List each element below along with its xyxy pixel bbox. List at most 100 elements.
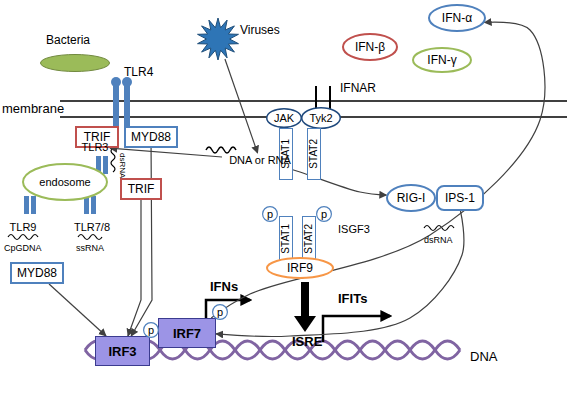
receptor-glyph — [124, 84, 130, 128]
node-text: endosome — [39, 177, 90, 188]
node-text: MYD88 — [17, 267, 57, 279]
node-text: IFN-α — [442, 12, 472, 24]
node-outline-shape — [263, 207, 278, 222]
node-text: IRF9 — [287, 262, 313, 274]
node-text: IRF7 — [173, 327, 201, 340]
node-outline-shape — [267, 109, 302, 128]
nucleic-acid-squiggle — [206, 147, 236, 153]
node-outline-shape — [213, 305, 228, 320]
node-outline-shape — [267, 258, 333, 278]
adaptor-box: MYD88 — [124, 126, 178, 148]
gene-label: IFNs — [210, 280, 238, 293]
phospho-circle: p — [262, 206, 278, 222]
transcription-factor-box: IRF7 — [158, 318, 216, 348]
connector-arrow — [49, 284, 106, 336]
node-outline-shape — [343, 34, 397, 60]
node-outline-shape — [302, 108, 341, 129]
stat-box: STAT1 — [279, 216, 293, 262]
node-outline-shape — [198, 18, 239, 60]
node-outline-shape — [387, 185, 435, 211]
binding-arrow — [294, 282, 316, 332]
kinase-ellipse: Tyk2 — [301, 107, 341, 129]
connector-arrow — [128, 200, 141, 336]
ligand-label: ssRNA — [76, 244, 104, 253]
receptor: TLR4 — [108, 78, 136, 126]
ligand-label: CpGDNA — [4, 244, 42, 253]
node-text: p — [321, 209, 327, 220]
connector-arrow — [283, 167, 386, 195]
endosome-ellipse: endosome — [22, 163, 108, 201]
node-outline — [196, 18, 240, 60]
node-outline-shape — [144, 323, 159, 338]
element-label: ISRE — [292, 335, 322, 348]
phospho-circle: p — [143, 322, 159, 338]
nucleic-acid-squiggle — [111, 148, 115, 172]
node-text: TLR3 — [82, 142, 109, 153]
node-text: p — [267, 209, 273, 220]
phospho-circle: p — [212, 304, 228, 320]
node-outline-shape — [413, 48, 471, 72]
ligand: DNA or RNA — [222, 153, 298, 167]
membrane-label: membrane — [2, 102, 64, 115]
cytokine-ellipse: IFN-β — [342, 33, 398, 61]
node-text: TLR9 — [10, 222, 37, 233]
node-text: Viruses — [240, 24, 280, 36]
stat-box: STAT2 — [302, 216, 316, 262]
receptor-glyph — [24, 196, 29, 214]
irf-ellipse: IRF9 — [266, 257, 334, 279]
node-text: STAT2 — [304, 224, 314, 254]
node-text: STAT2 — [309, 139, 319, 169]
connector-arrow — [211, 22, 545, 318]
receptor: TLR9 — [8, 220, 38, 234]
node-outline-shape — [429, 5, 485, 31]
receptor: TLR7/8 — [72, 220, 112, 234]
adaptor-box: TRIF — [120, 178, 162, 200]
node-text: JAK — [274, 113, 294, 124]
adaptor-box: MYD88 — [10, 262, 64, 284]
receptor-glyph — [113, 84, 119, 128]
connector-arrow — [110, 148, 222, 157]
node-text: TRIF — [128, 183, 155, 195]
node-outline-shape — [23, 164, 107, 200]
nucleic-acid-squiggle — [8, 235, 38, 240]
phospho-circle: p — [316, 206, 332, 222]
node-text: IRF3 — [108, 345, 136, 358]
cytokine-ellipse: IFN-α — [428, 4, 486, 32]
node-text: IPS-1 — [445, 192, 475, 204]
ligand-label: dsRNA — [424, 236, 453, 245]
node-text: p — [217, 307, 223, 318]
receptor-glyph — [103, 156, 108, 174]
node-text: TLR7/8 — [74, 222, 110, 233]
connector-arrow — [216, 211, 464, 336]
bacterium-shape: Bacteria — [40, 54, 110, 72]
node-outline-shape — [41, 55, 110, 72]
dna-label: DNA — [470, 350, 497, 363]
node-text: IFN-γ — [427, 54, 456, 66]
node-text: IFN-β — [355, 41, 385, 53]
nucleic-acid-squiggle — [78, 235, 102, 240]
kinase-ellipse: JAK — [266, 108, 302, 128]
connector-layer — [49, 22, 545, 336]
node-outline-shape — [317, 207, 332, 222]
node-text: RIG-I — [397, 192, 426, 204]
membrane-line — [60, 100, 567, 102]
receptor-glyph — [31, 196, 36, 214]
gene-label: IFITs — [338, 292, 367, 305]
node-text: IFNAR — [340, 82, 376, 94]
transcription-factor-box: IRF3 — [95, 336, 150, 366]
node-text: Bacteria — [46, 34, 90, 46]
node-text: p — [148, 325, 154, 336]
receptor-glyph — [111, 77, 121, 87]
node-outline — [40, 54, 110, 72]
node-text: TLR4 — [124, 66, 153, 78]
sensor-ellipse: RIG-I — [386, 184, 436, 212]
node-text: DNA or RNA — [229, 155, 291, 166]
receptor: TLR3 — [80, 140, 110, 154]
stat-box: STAT2 — [307, 128, 321, 180]
node-text: Tyk2 — [309, 113, 332, 124]
complex-label: ISGF3 — [338, 224, 370, 235]
receptor-glyph — [91, 196, 96, 214]
cytokine-ellipse: IFN-γ — [412, 47, 472, 73]
ligand-label: dsRNA — [118, 153, 126, 178]
